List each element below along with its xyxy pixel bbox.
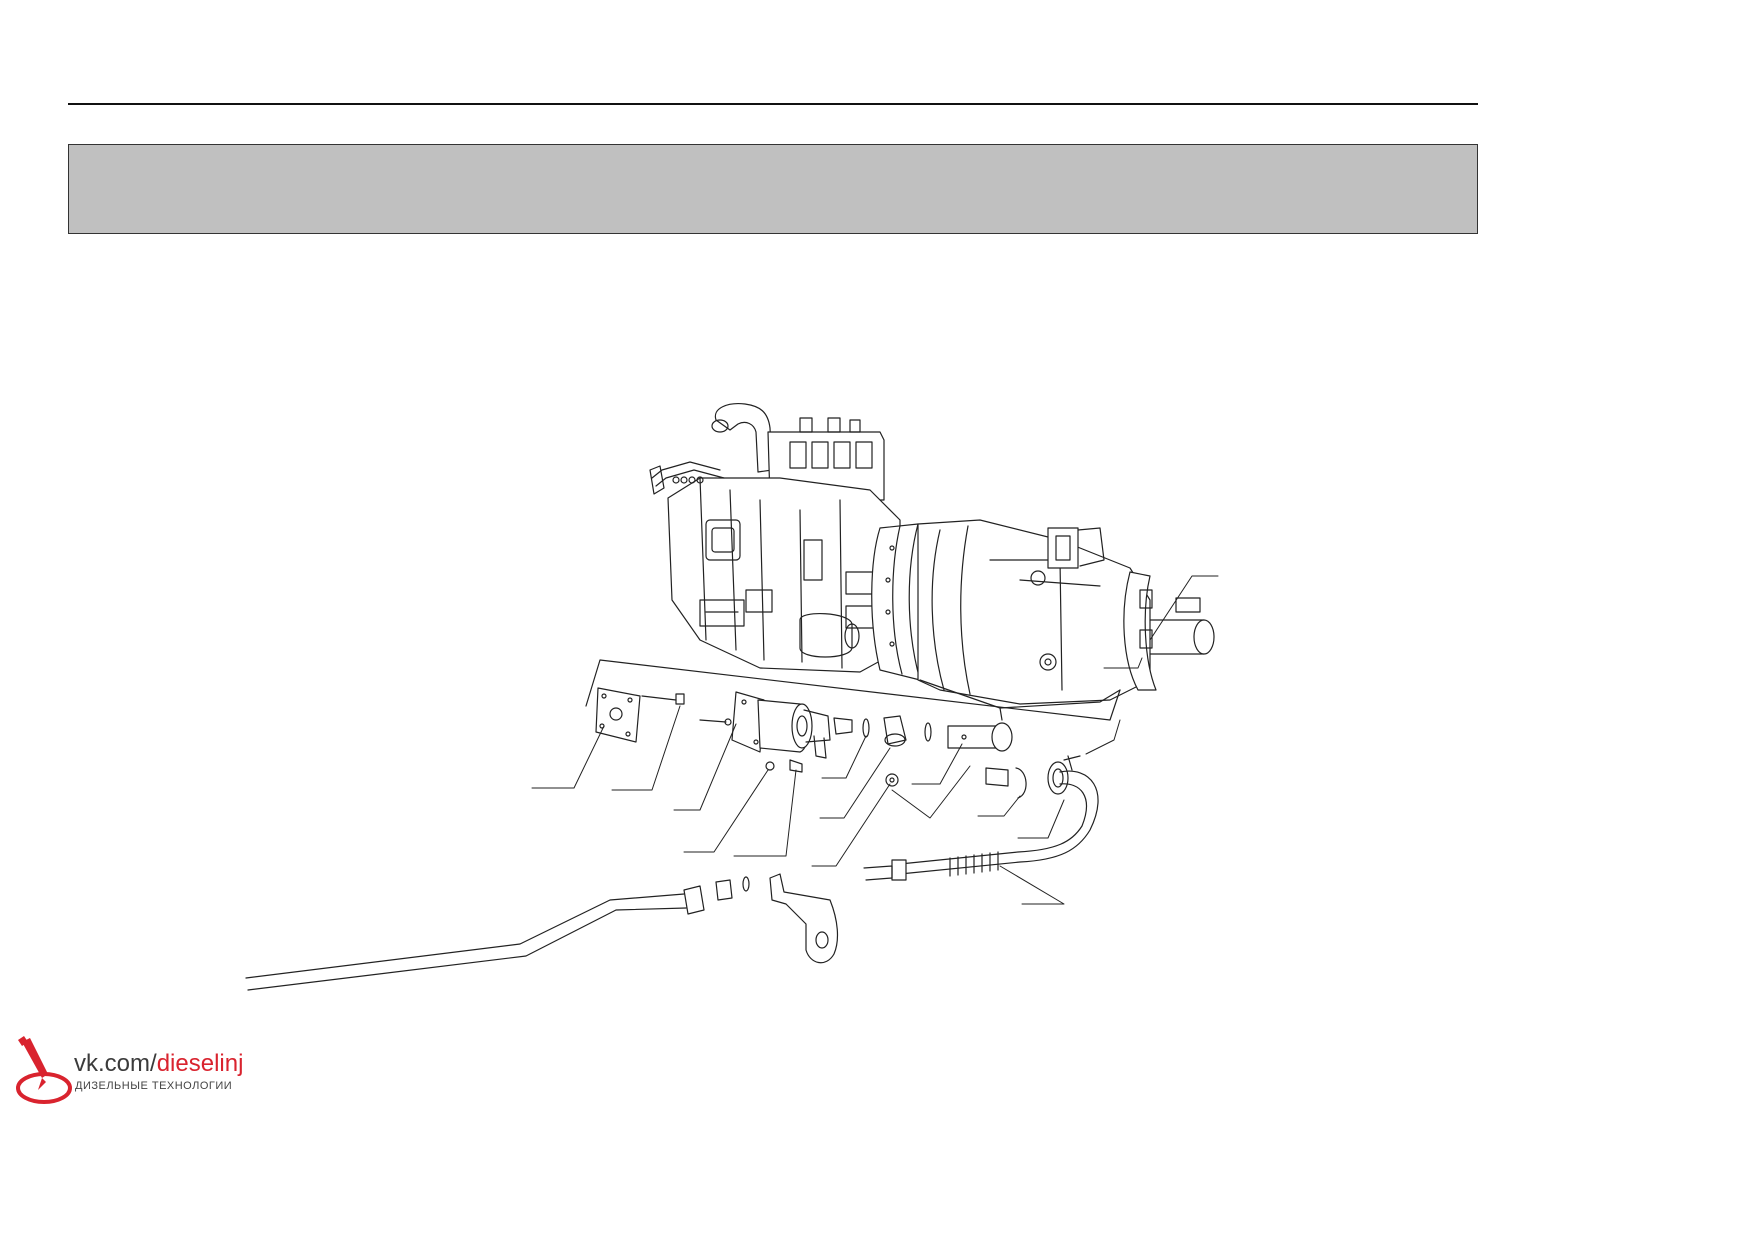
watermark-prefix: vk.com/ <box>74 1050 157 1077</box>
leader-lines <box>532 576 1218 904</box>
banjo-bolt <box>948 723 1012 751</box>
washer-nut <box>766 760 802 772</box>
header-rule <box>68 103 1478 105</box>
title-band <box>68 144 1478 234</box>
dieselinj-logo <box>16 1036 72 1104</box>
washer-c <box>743 877 749 891</box>
injection-pump-assembly <box>650 404 1214 720</box>
fuel-return-pipe <box>246 886 704 990</box>
watermark-url: vk.com/dieselinj <box>74 1052 243 1076</box>
mounting-plate <box>596 688 640 742</box>
banjo-fitting <box>884 716 906 746</box>
adapter <box>986 768 1026 798</box>
watermark-tagline: ДИЗЕЛЬНЫЕ ТЕХНОЛОГИИ <box>75 1080 233 1092</box>
group-bracket <box>586 660 1120 720</box>
stud <box>700 719 731 725</box>
nut <box>716 880 732 900</box>
exploded-parts-diagram <box>0 0 1545 1111</box>
hose-clamp <box>1048 756 1080 794</box>
stop-solenoid <box>732 692 852 758</box>
flexible-hose <box>864 771 1098 880</box>
washer-a <box>863 719 869 737</box>
plate-bolt <box>642 694 684 704</box>
hose-bracket <box>770 874 837 963</box>
watermark-name: dieselinj <box>156 1050 244 1077</box>
small-washer <box>886 774 898 786</box>
washer-b <box>925 723 931 741</box>
